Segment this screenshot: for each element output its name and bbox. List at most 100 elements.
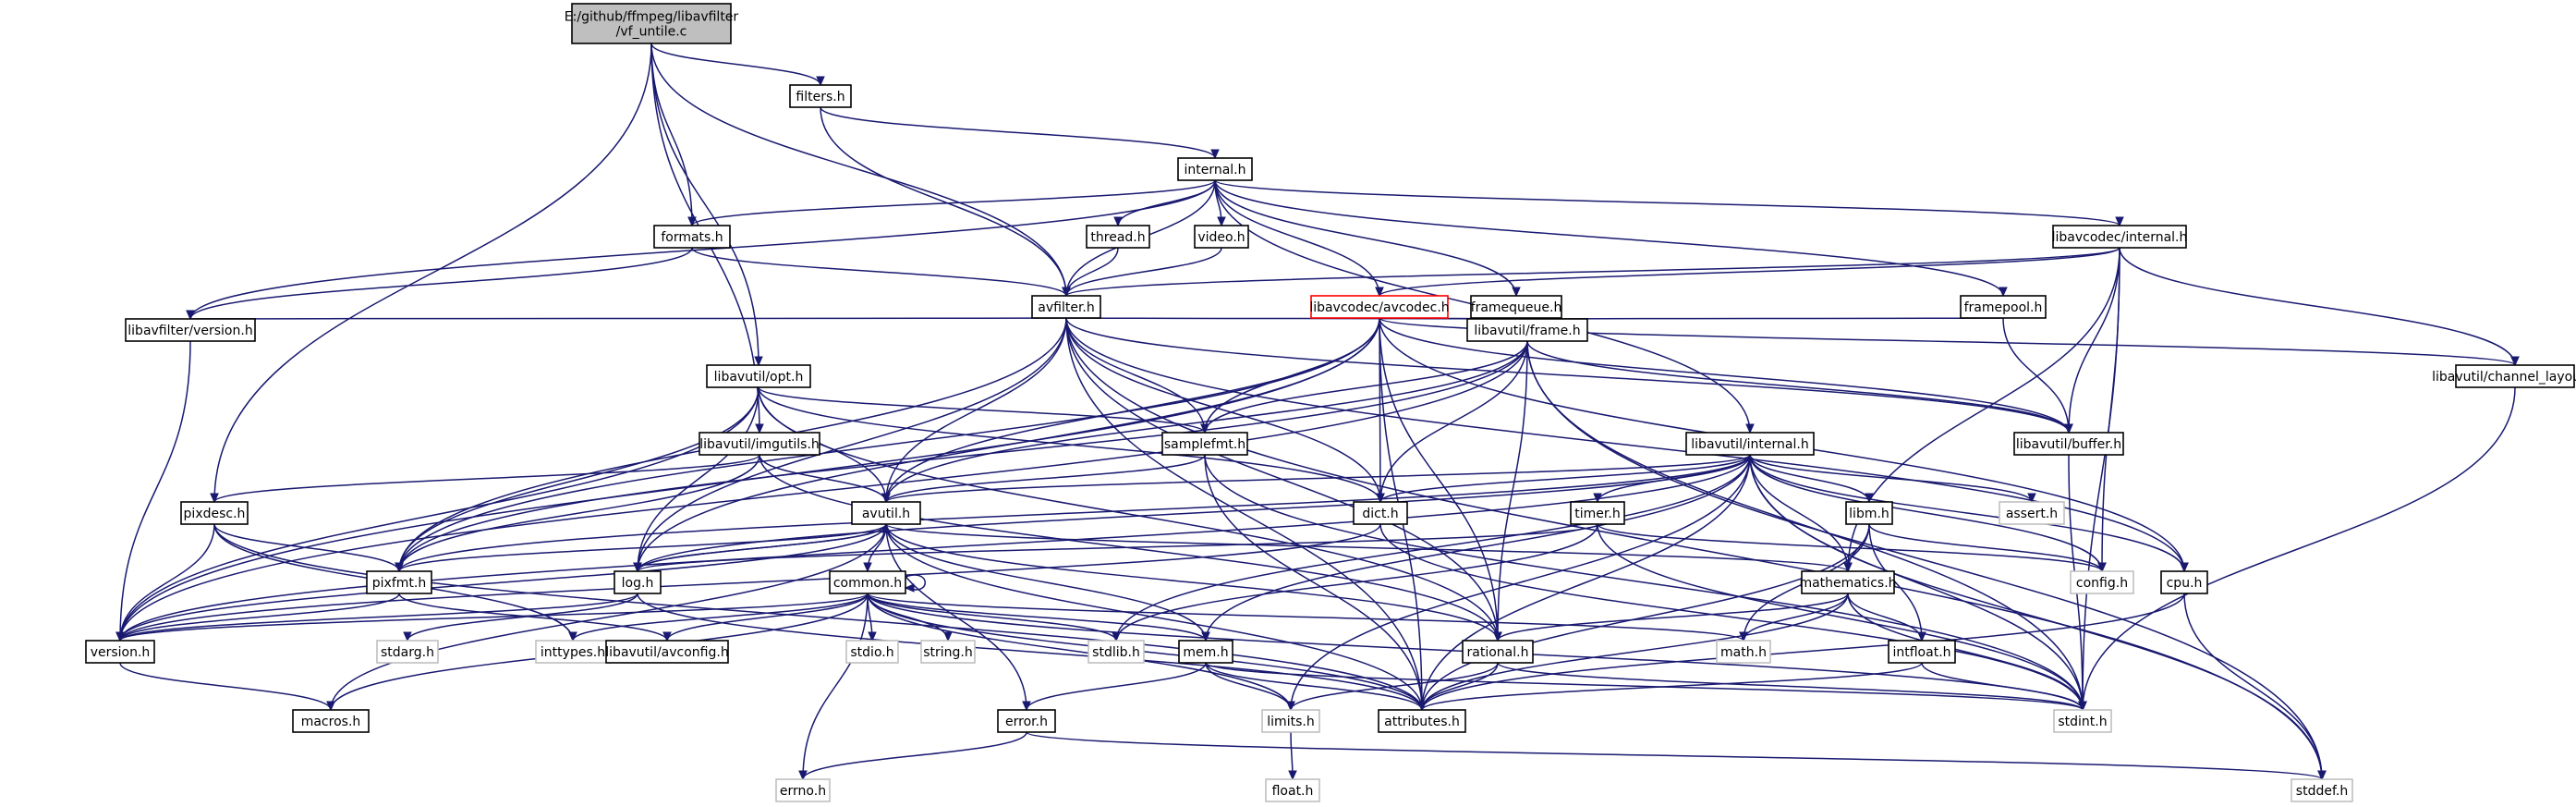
node-libm[interactable]: libm.h xyxy=(1845,501,1893,525)
edge-filters-to-avfilter xyxy=(820,106,1071,298)
node-label: log.h xyxy=(622,576,654,591)
edge-intfloat-to-attributes xyxy=(1417,662,1923,712)
node-frame[interactable]: libavutil/frame.h xyxy=(1466,318,1588,342)
edge-common-to-string xyxy=(867,593,953,642)
edge-internal-to-framepool xyxy=(1214,179,2008,298)
edge-error-to-stddef xyxy=(1026,731,2327,781)
node-box xyxy=(653,225,731,249)
node-error[interactable]: error.h xyxy=(997,709,1056,733)
edge-log-to-avutil xyxy=(637,522,891,572)
node-root[interactable]: E:/github/ffmpeg/libavfilter/vf_untile.c xyxy=(565,3,739,44)
edge-cpu-to-stddef xyxy=(2183,593,2327,781)
node-label: libavutil/buffer.h xyxy=(2016,437,2121,452)
node-label: internal.h xyxy=(1184,163,1245,177)
node-lavuint[interactable]: libavutil/internal.h xyxy=(1685,432,1815,456)
edge-mathematics-to-intfloat xyxy=(1847,593,1926,642)
node-pixfmt[interactable]: pixfmt.h xyxy=(366,570,432,594)
node-intfloat[interactable]: intfloat.h xyxy=(1888,640,1956,664)
node-label: dict.h xyxy=(1362,507,1398,521)
node-stdargh[interactable]: stdarg.h xyxy=(376,640,439,664)
node-formats[interactable]: formats.h xyxy=(653,225,731,249)
node-avconfig[interactable]: libavutil/avconfig.h xyxy=(605,640,729,664)
edge-internal-to-framequeue xyxy=(1214,179,1521,298)
edge-internal-to-formats xyxy=(687,179,1216,227)
edge-mathematics-to-rational xyxy=(1493,593,1849,642)
node-box xyxy=(1031,295,1101,319)
node-box xyxy=(1960,295,2047,319)
node-video[interactable]: video.h xyxy=(1194,225,1249,249)
node-box xyxy=(2160,570,2208,594)
node-label: limits.h xyxy=(1267,715,1314,729)
node-box xyxy=(535,640,611,664)
node-rational[interactable]: rational.h xyxy=(1462,640,1534,664)
node-label: filters.h xyxy=(796,90,844,104)
edge-mem-to-error xyxy=(1022,662,1207,712)
node-framequeue[interactable]: framequeue.h xyxy=(1470,295,1562,319)
node-buffer[interactable]: libavutil/buffer.h xyxy=(2013,432,2124,456)
node-label: float.h xyxy=(1272,784,1314,799)
edge-frame-to-stddef xyxy=(1526,340,2327,781)
edge-lavcint-to-chlayout xyxy=(2119,247,2520,367)
edge-lavuint-to-attributes xyxy=(1417,454,1751,712)
node-pixdesc[interactable]: pixdesc.h xyxy=(180,501,249,525)
node-log[interactable]: log.h xyxy=(614,570,662,594)
node-label: libavutil/internal.h xyxy=(1691,437,1808,452)
node-thread[interactable]: thread.h xyxy=(1086,225,1150,249)
node-box xyxy=(1466,318,1588,342)
node-stdio[interactable]: stdio.h xyxy=(845,640,899,664)
node-avutil[interactable]: avutil.h xyxy=(851,501,921,525)
node-internal[interactable]: internal.h xyxy=(1177,157,1253,181)
node-cpu[interactable]: cpu.h xyxy=(2160,570,2208,594)
node-label: inttypes.h xyxy=(541,645,605,660)
node-config[interactable]: config.h xyxy=(2070,570,2134,594)
node-macros[interactable]: macros.h xyxy=(292,709,370,733)
node-label: timer.h xyxy=(1574,507,1620,521)
node-box xyxy=(125,318,256,342)
node-common[interactable]: common.h xyxy=(829,570,906,594)
node-box xyxy=(1265,778,1320,802)
node-box xyxy=(2013,432,2124,456)
node-box xyxy=(605,640,729,664)
node-box xyxy=(1261,709,1320,733)
node-attributes[interactable]: attributes.h xyxy=(1378,709,1466,733)
node-inttypes[interactable]: inttypes.h xyxy=(535,640,611,664)
node-chlayout[interactable]: libavutil/channel_layout.h xyxy=(2432,364,2576,388)
node-mem[interactable]: mem.h xyxy=(1178,640,1233,664)
node-avfilter[interactable]: avfilter.h xyxy=(1031,295,1101,319)
node-label: cpu.h xyxy=(2167,576,2203,591)
node-samplefmt[interactable]: samplefmt.h xyxy=(1161,432,1248,456)
node-errno[interactable]: errno.h xyxy=(775,778,831,802)
node-assert[interactable]: assert.h xyxy=(1999,501,2065,525)
node-label: E:/github/ffmpeg/libavfilter xyxy=(565,10,739,25)
node-lafversion[interactable]: libavfilter/version.h xyxy=(125,318,256,342)
node-string[interactable]: string.h xyxy=(920,640,976,664)
node-mathematics[interactable]: mathematics.h xyxy=(1799,570,1897,594)
node-avcodec[interactable]: libavcodec/avcodec.h xyxy=(1309,295,1450,319)
node-limits[interactable]: limits.h xyxy=(1261,709,1320,733)
node-imgutils[interactable]: libavutil/imgutils.h xyxy=(699,432,820,456)
node-box xyxy=(1178,640,1233,664)
node-opt[interactable]: libavutil/opt.h xyxy=(706,364,811,388)
node-stdlib[interactable]: stdlib.h xyxy=(1088,640,1145,664)
node-dict[interactable]: dict.h xyxy=(1353,501,1408,525)
node-stddef[interactable]: stddef.h xyxy=(2290,778,2353,802)
node-stdint[interactable]: stdint.h xyxy=(2053,709,2112,733)
node-box xyxy=(2053,709,2112,733)
node-timer[interactable]: timer.h xyxy=(1570,501,1625,525)
node-label: framequeue.h xyxy=(1471,300,1562,315)
node-lavcint[interactable]: libavcodec/internal.h xyxy=(2052,225,2188,249)
node-label: libavfilter/version.h xyxy=(128,324,252,338)
node-label: thread.h xyxy=(1090,230,1145,245)
edge-pixdesc-to-attributes xyxy=(213,523,1427,712)
node-mathh[interactable]: math.h xyxy=(1716,640,1771,664)
node-float[interactable]: float.h xyxy=(1265,778,1320,802)
node-box xyxy=(1845,501,1893,525)
node-framepool[interactable]: framepool.h xyxy=(1960,295,2047,319)
edge-video-to-avfilter xyxy=(1062,247,1222,298)
node-box xyxy=(1470,295,1562,319)
node-label: macros.h xyxy=(301,715,361,729)
node-filters[interactable]: filters.h xyxy=(789,84,852,108)
node-label: stddef.h xyxy=(2296,784,2348,799)
node-label: samplefmt.h xyxy=(1164,437,1245,452)
node-version[interactable]: version.h xyxy=(85,640,155,664)
